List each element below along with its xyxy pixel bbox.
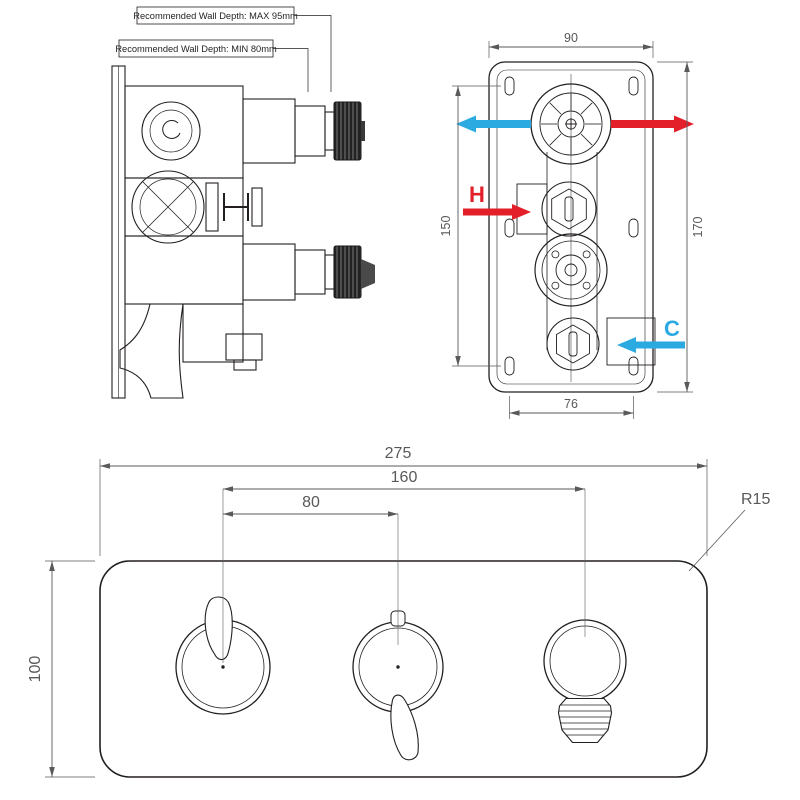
dim-hole-spacing-label: 150 (439, 216, 453, 237)
flange-spokes (541, 94, 601, 154)
dim-inner-spacing-80: 80 (223, 494, 399, 645)
dim-inner-spacing-label: 80 (302, 494, 320, 511)
cold-flow-left-arrow (456, 115, 531, 133)
outlet-ribs (559, 704, 611, 736)
trim-plate-dimensions: 275 160 80 100 R15 (27, 445, 770, 778)
mid-valve-circle (131, 170, 205, 244)
hot-port (541, 181, 597, 237)
hose-outlet (543, 619, 627, 744)
valve-body-side (124, 85, 263, 305)
dim-width-90: 90 (488, 31, 654, 58)
dim-height-100: 100 (27, 560, 95, 778)
corner-radius-callout: R15 (688, 491, 770, 572)
hot-flow-right-arrow (611, 115, 694, 133)
hex-nut (556, 324, 590, 364)
main-cartridge-port (534, 233, 608, 307)
mounting-slot (504, 76, 515, 96)
wall-depth-min-annotation: Recommended Wall Depth: MIN 80mm (115, 39, 309, 92)
dim-width-label: 90 (564, 31, 578, 45)
wall-depth-min-label: Recommended Wall Depth: MIN 80mm (115, 44, 277, 54)
dim-height-label: 170 (691, 217, 705, 238)
flow-arrows (456, 115, 694, 353)
top-cartridge-side (242, 98, 365, 164)
knurled-knob (333, 245, 362, 299)
trim-plate-view: 275 160 80 100 R15 (27, 445, 770, 778)
dim-outer-spacing-label: 160 (391, 469, 418, 486)
mounting-plate-inner-line (496, 69, 646, 385)
ribbed-outlet-body (557, 697, 613, 744)
dim-lower-width-76: 76 (509, 396, 634, 419)
mounting-slot (628, 356, 639, 376)
wall-depth-max-label: Recommended Wall Depth: MAX 95mm (133, 11, 298, 21)
mounting-slot (504, 218, 515, 238)
dim-hole-spacing-150: 150 (439, 85, 501, 367)
back-plate-dimensions: 90 150 170 76 (439, 31, 705, 419)
dim-height-label: 100 (27, 656, 44, 683)
dim-overall-width-label: 275 (385, 445, 412, 462)
top-cap-circle (141, 101, 201, 161)
corner-radius-label: R15 (741, 491, 770, 508)
mounting-slot (504, 356, 515, 376)
center-mark (221, 665, 225, 669)
hex-nut (551, 188, 587, 230)
spindle-tip (361, 259, 375, 289)
mounting-slot (628, 76, 639, 96)
knurled-knob (333, 101, 362, 161)
cold-port (546, 317, 600, 371)
dim-outer-spacing-160: 160 (222, 469, 586, 663)
mounting-slot (628, 218, 639, 238)
h-profile-bracket (223, 193, 249, 221)
mounting-plate-outline (488, 61, 654, 393)
trim-plate-outline (99, 560, 708, 778)
side-view: Recommended Wall Depth: MAX 95mm Recomme… (111, 6, 375, 399)
mounting-slots (504, 76, 639, 376)
center-mark (396, 665, 400, 669)
dim-overall-width-275: 275 (99, 445, 708, 556)
wall-depth-max-annotation: Recommended Wall Depth: MAX 95mm (133, 6, 332, 92)
lever-down (390, 694, 419, 761)
hot-inlet-arrow (463, 204, 531, 220)
leader-line (273, 48, 309, 92)
lever-up (204, 596, 233, 661)
bell-outlet (119, 303, 184, 399)
bottom-outlet-side (119, 303, 263, 399)
back-plate-view: H C 90 150 170 (439, 31, 705, 419)
hot-label: H (469, 182, 485, 207)
cold-inlet-arrow (617, 337, 685, 353)
cold-label: C (664, 316, 680, 341)
leader-line (294, 15, 332, 92)
lower-cartridge-side (242, 243, 375, 301)
dim-lower-width-label: 76 (564, 397, 578, 411)
top-outlet-flange (530, 83, 612, 165)
dim-height-170: 170 (657, 61, 705, 393)
